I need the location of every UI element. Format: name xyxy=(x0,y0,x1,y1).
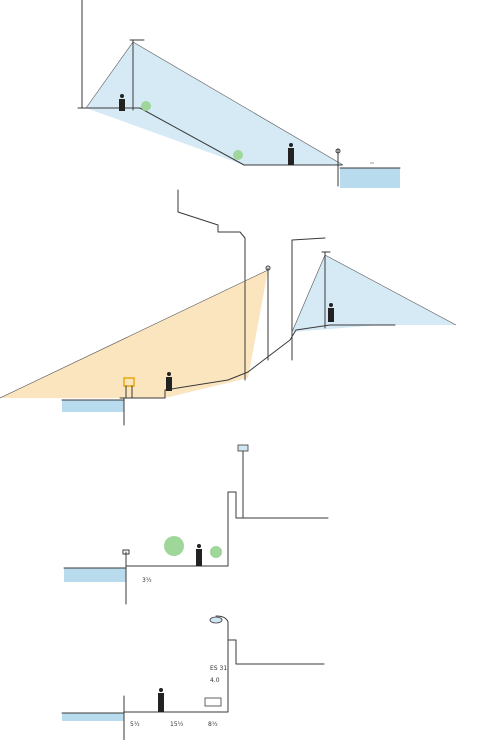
lamp-post-icon xyxy=(265,265,271,361)
person-icon xyxy=(288,143,294,165)
person-icon xyxy=(166,372,172,391)
lamp-post-icon xyxy=(237,444,249,519)
section-2 xyxy=(0,189,457,426)
dimension-label: 15½ xyxy=(170,721,184,728)
water xyxy=(62,400,124,412)
dimension-label: ES 31 xyxy=(210,665,227,672)
person-icon xyxy=(196,544,202,566)
water xyxy=(64,568,126,582)
bench-icon xyxy=(204,697,222,707)
dimension-label: 8½ xyxy=(208,721,218,728)
section-4: 5½ 15½ 8½ ES 31 4.0 xyxy=(61,615,325,740)
lamp-post-icon xyxy=(209,615,229,641)
dimension-label: 5½ xyxy=(130,721,140,728)
lamp-post-icon xyxy=(321,251,331,329)
dimension-label: 4.0 xyxy=(210,677,220,684)
section-3: 3½ xyxy=(63,444,329,605)
bench-icon xyxy=(123,377,135,387)
water xyxy=(62,713,124,721)
light-cone-cool-2 xyxy=(292,255,456,332)
dimension-label: 3½ xyxy=(142,577,152,584)
light-cone-cool-1 xyxy=(86,42,343,165)
person-icon xyxy=(158,688,164,712)
tree-icon xyxy=(164,536,184,556)
water xyxy=(340,168,400,188)
tree-icon xyxy=(210,546,222,558)
person-icon xyxy=(119,94,125,111)
person-icon xyxy=(328,303,334,322)
tree-icon xyxy=(141,101,151,111)
tree-icon xyxy=(233,150,243,160)
lamp-post-icon xyxy=(129,39,145,111)
section-1 xyxy=(77,0,401,188)
